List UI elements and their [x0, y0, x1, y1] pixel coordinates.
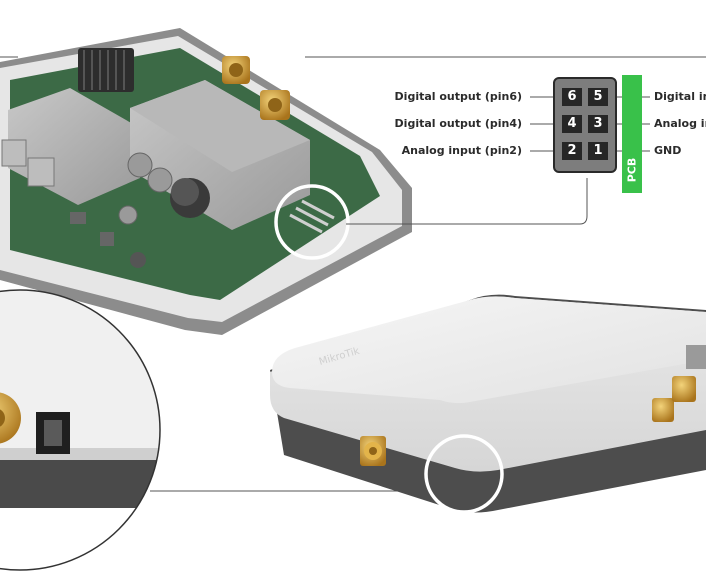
pin-2: 2	[562, 142, 582, 160]
pin-4: 4	[562, 115, 582, 133]
closed-device-illustration: MikroTik	[270, 294, 706, 514]
pin-3: 3	[588, 115, 608, 133]
label-pin1: GND	[654, 144, 682, 157]
pcb-strip	[622, 75, 642, 193]
open-device-illustration	[0, 28, 412, 335]
zoom-detail-circle	[0, 289, 161, 571]
label-pin3: Analog in	[654, 117, 706, 130]
label-pin2: Analog input (pin2)	[401, 144, 522, 157]
pin-5: 5	[588, 88, 608, 106]
pcb-label: PCB	[625, 157, 639, 183]
label-pin4: Digital output (pin4)	[394, 117, 522, 130]
label-pin5: Digital inp	[654, 90, 706, 103]
pin-6: 6	[562, 88, 582, 106]
label-pin6: Digital output (pin6)	[394, 90, 522, 103]
pin-1: 1	[588, 142, 608, 160]
